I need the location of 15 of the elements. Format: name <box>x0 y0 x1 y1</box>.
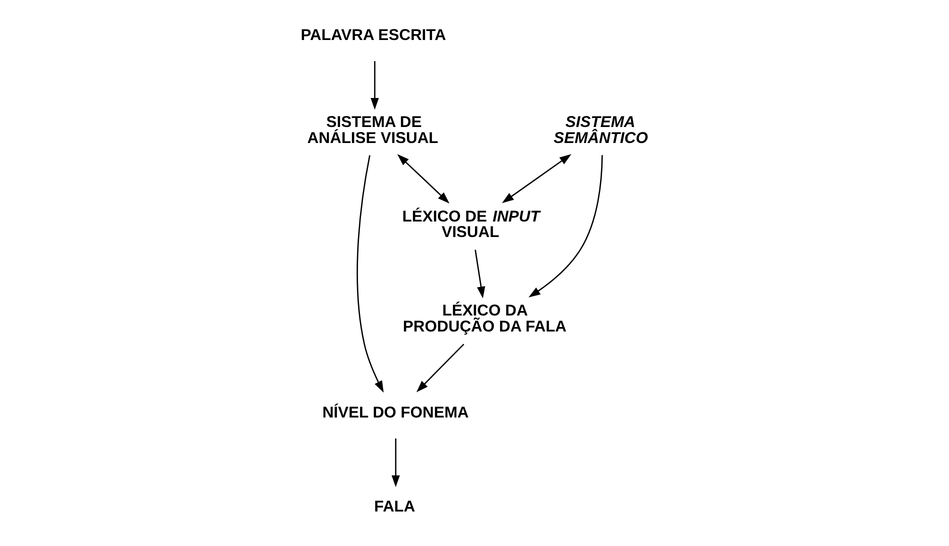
node-text: SISTEMA SEMÂNTICO <box>553 114 648 147</box>
arrow <box>416 344 464 392</box>
arrow <box>356 155 384 393</box>
arrow <box>396 154 449 204</box>
arrow <box>391 438 400 488</box>
node-text: SISTEMA DE ANÁLISE VISUAL <box>306 114 438 147</box>
node-text: PALAVRA ESCRITA <box>300 26 446 44</box>
node-text: NÍVEL DO FONEMA <box>322 404 468 422</box>
arrow <box>474 250 485 298</box>
node-text: LÉXICO DA PRODUÇÃO DA FALA <box>402 302 566 336</box>
node-text: FALA <box>374 498 415 516</box>
arrow <box>501 154 571 204</box>
arrow <box>370 61 378 110</box>
node-text: LÉXICO DE INPUT VISUAL <box>402 208 540 242</box>
arrow <box>528 155 602 298</box>
